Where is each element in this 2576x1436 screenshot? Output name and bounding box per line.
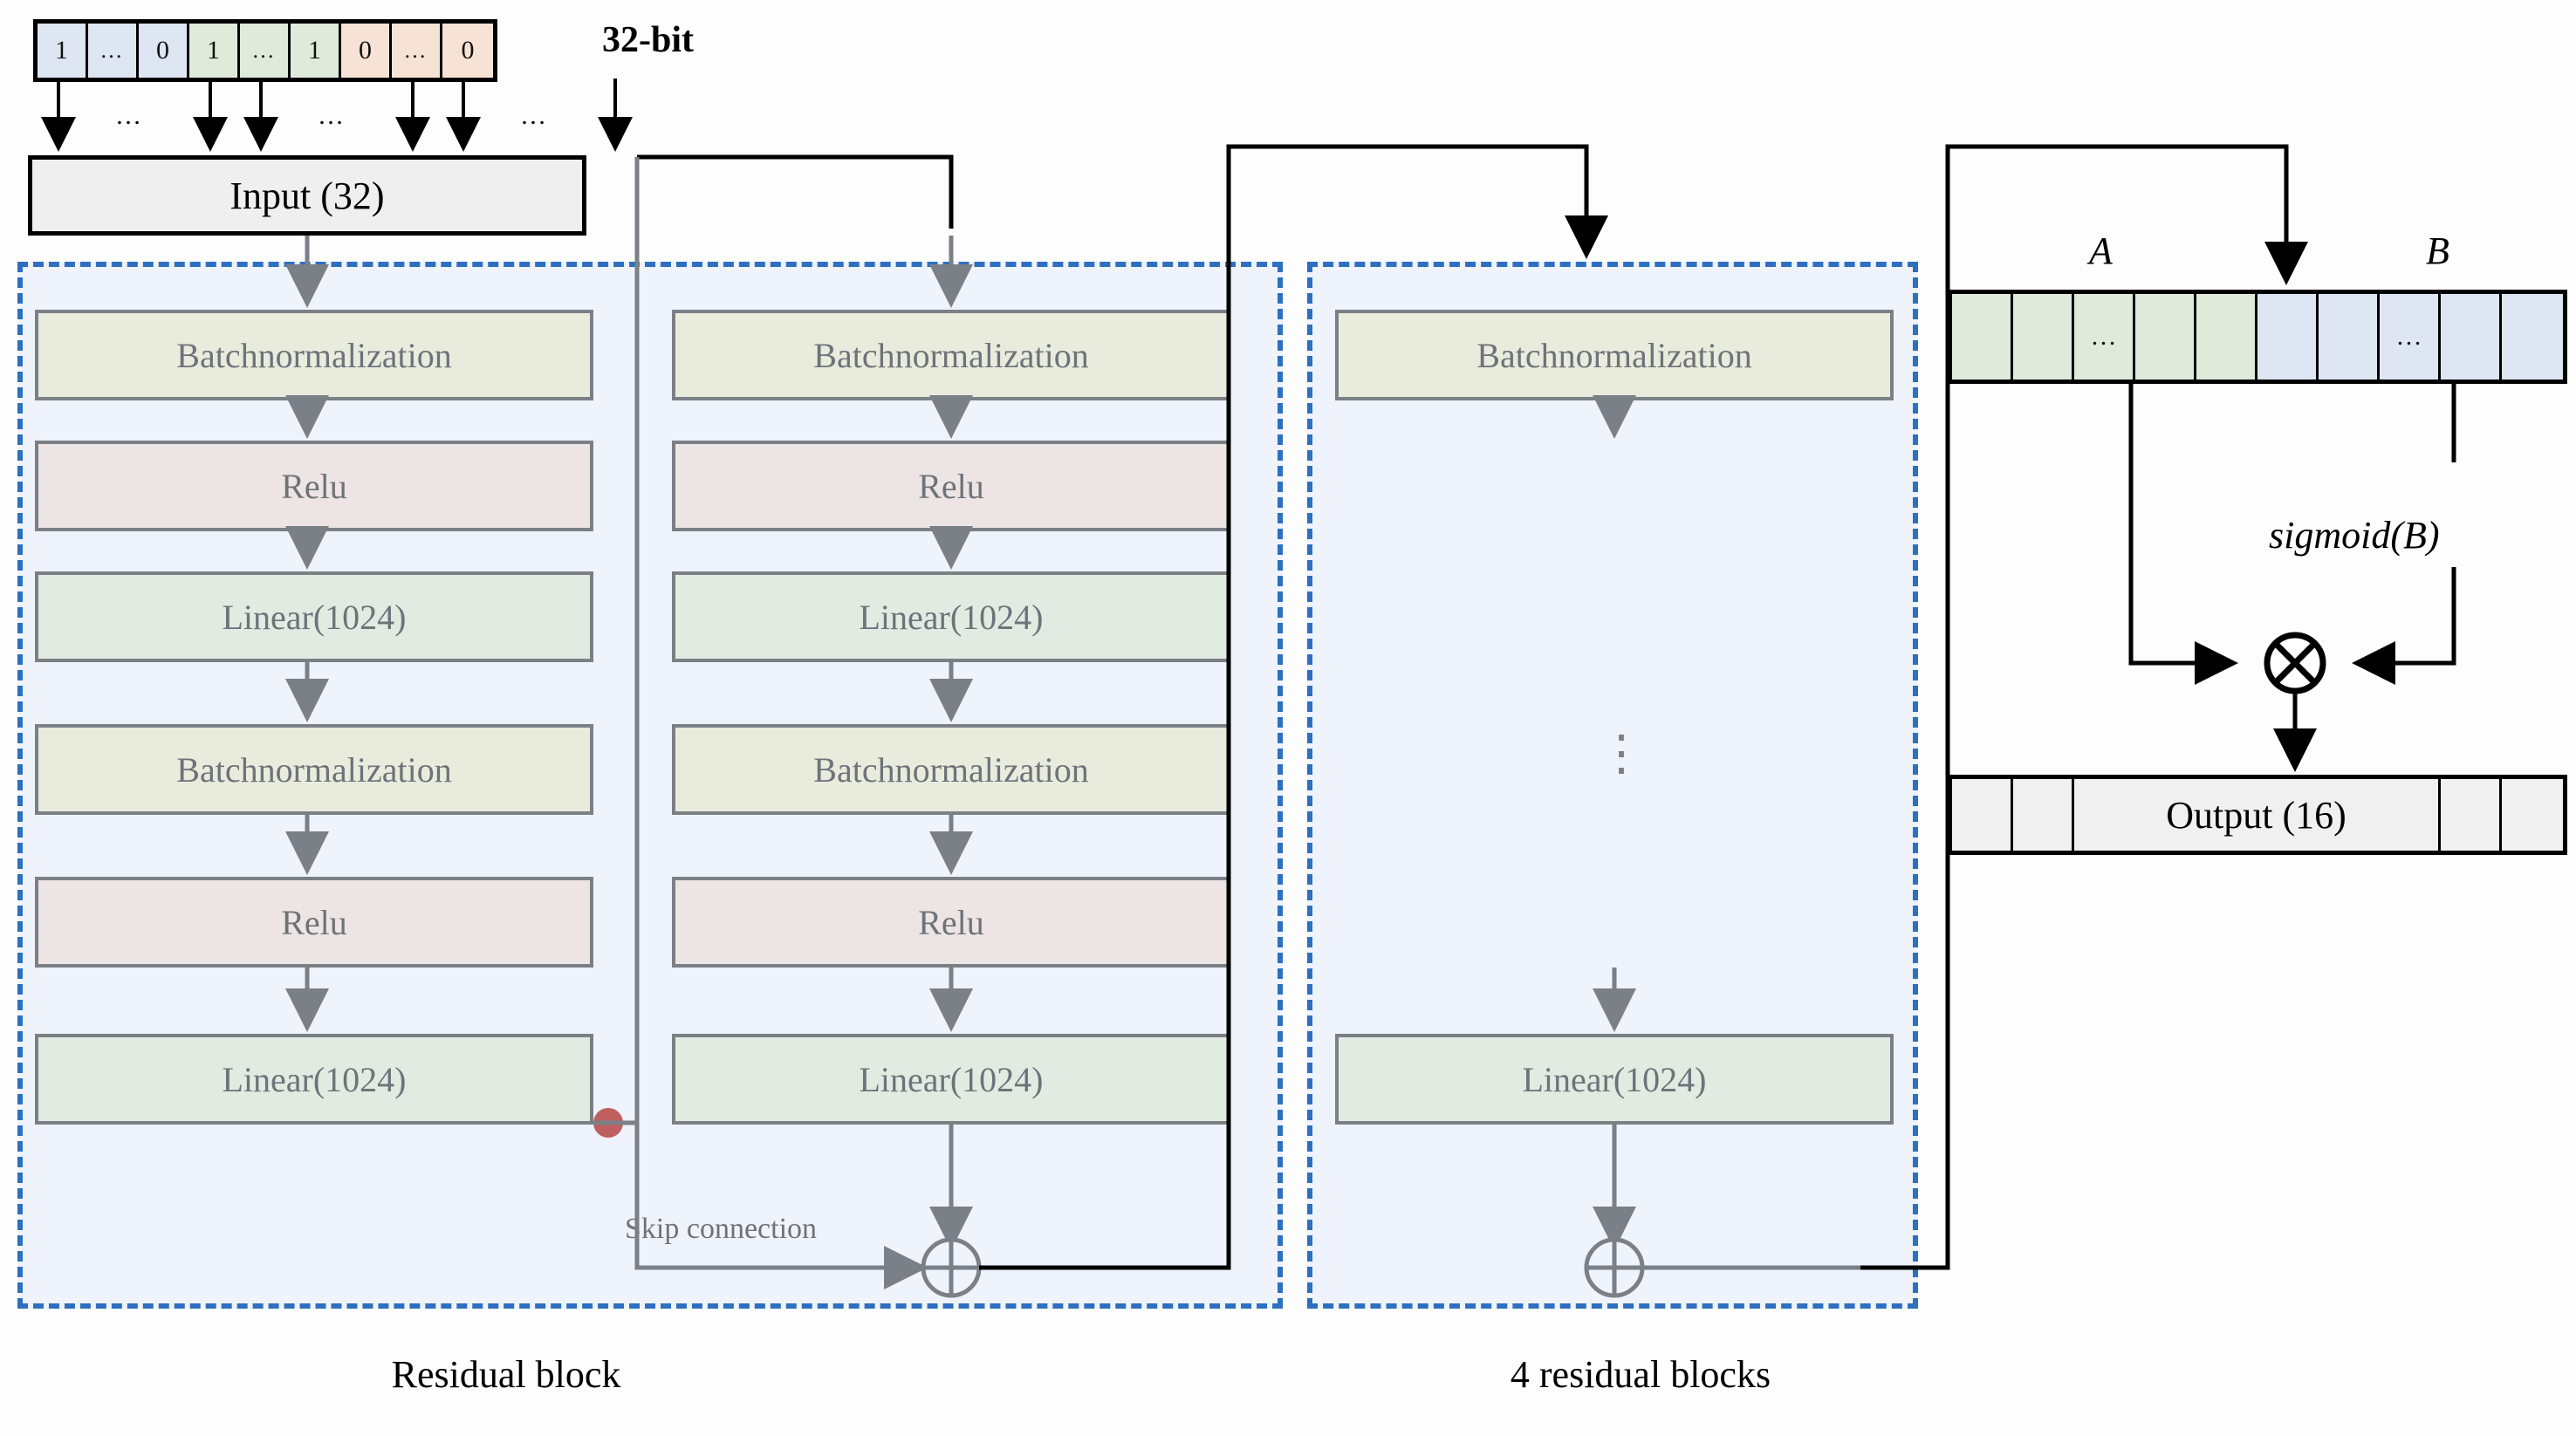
multiply-symbol (2264, 632, 2326, 694)
layer-batchnorm: Batchnormalization (672, 310, 1230, 400)
layer-relu: Relu (35, 441, 593, 531)
gate-cell-b (2319, 294, 2380, 380)
bit-cell: … (392, 24, 442, 78)
gate-cell-a (2135, 294, 2196, 380)
bit-cell: 0 (442, 24, 493, 78)
layer-linear: Linear(1024) (1335, 1034, 1894, 1125)
input-layer-box: Input (32) (28, 155, 586, 236)
layer-batchnorm: Batchnormalization (672, 724, 1230, 815)
layer-relu: Relu (35, 877, 593, 968)
sigmoid-label: sigmoid(B) (2269, 514, 2440, 557)
output-cell (2502, 779, 2563, 851)
output-cell (1952, 779, 2013, 851)
layer-linear: Linear(1024) (35, 571, 593, 662)
layer-batchnorm: Batchnormalization (35, 310, 593, 400)
caption-4-residual-blocks: 4 residual blocks (1510, 1353, 1771, 1396)
caption-residual-block: Residual block (391, 1353, 621, 1396)
label-b: B (2426, 229, 2449, 272)
layer-linear: Linear(1024) (35, 1034, 593, 1125)
output-cell (2013, 779, 2074, 851)
svg-text:…: … (115, 101, 141, 130)
gate-cell-a (2196, 294, 2257, 380)
skip-connection-label: Skip connection (625, 1213, 818, 1245)
svg-text:…: … (520, 101, 546, 130)
bit-cell: … (88, 24, 139, 78)
bit-cell: 1 (291, 24, 341, 78)
svg-text:…: … (318, 101, 344, 130)
layer-batchnorm: Batchnormalization (1335, 310, 1894, 400)
bit-cell: 0 (341, 24, 392, 78)
label-a: A (2089, 229, 2113, 272)
layer-relu: Relu (672, 877, 1230, 968)
layer-batchnorm: Batchnormalization (35, 724, 593, 815)
output-cell (2441, 779, 2502, 851)
gate-cell-b (2257, 294, 2319, 380)
gate-cell-b (2502, 294, 2563, 380)
residual-block-2 (1307, 262, 1918, 1309)
bit-width-label: 32-bit (602, 20, 694, 60)
gate-cell-b (2441, 294, 2502, 380)
layer-relu: Relu (672, 441, 1230, 531)
layer-linear: Linear(1024) (672, 571, 1230, 662)
vertical-ellipsis: ⋮ (1597, 727, 1646, 781)
gate-ab-strip: …… (1948, 290, 2567, 384)
gate-cell-b: … (2380, 294, 2441, 380)
output-label: Output (16) (2074, 779, 2441, 851)
bit-cell: … (240, 24, 291, 78)
bit-cell: 0 (139, 24, 189, 78)
bit-cell: 1 (189, 24, 240, 78)
gate-cell-a: … (2074, 294, 2135, 380)
gate-cell-a (1952, 294, 2013, 380)
bit-cell: 1 (38, 24, 88, 78)
gate-cell-a (2013, 294, 2074, 380)
layer-linear: Linear(1024) (672, 1034, 1230, 1125)
output-layer-box: Output (16) (1948, 775, 2567, 855)
